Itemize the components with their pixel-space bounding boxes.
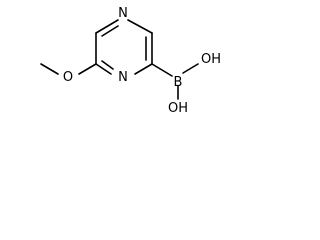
atom-n-top: N xyxy=(118,6,128,21)
atom-oh-lower: OH xyxy=(168,101,188,116)
bond-n4-c5 xyxy=(95,63,112,75)
bond-c3-b xyxy=(151,63,173,77)
atom-o-methoxy: O xyxy=(63,70,73,85)
bond-c3-n4 xyxy=(134,63,153,75)
atom-b-boron: B xyxy=(174,75,183,90)
atom-n-ring: N xyxy=(118,70,128,85)
bond-b-oh-upper xyxy=(182,63,199,74)
atom-oh-upper: OH xyxy=(201,52,221,67)
bond-c6-n1 xyxy=(95,19,119,34)
bond-n4-c5-inner xyxy=(101,60,114,70)
bond-n1-c2 xyxy=(127,19,153,34)
chemical-structure: N N O B OH OH xyxy=(40,6,221,116)
bond-c5-o xyxy=(78,63,97,75)
bond-c6-n1-inner xyxy=(101,25,119,37)
bond-o-ch3 xyxy=(40,63,59,75)
